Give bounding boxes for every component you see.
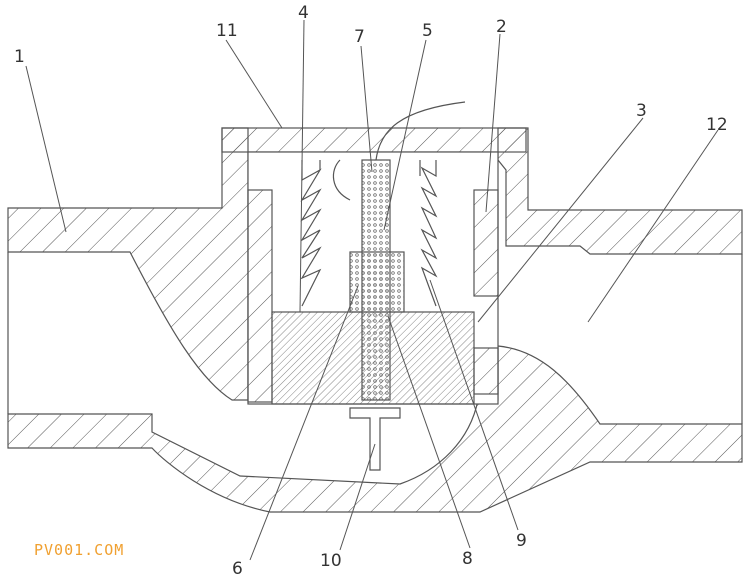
callout-5: 5 bbox=[422, 21, 433, 41]
lid-plate bbox=[221, 127, 527, 153]
cable-lead bbox=[375, 101, 466, 161]
callout-11: 11 bbox=[216, 21, 238, 41]
spring-left-a bbox=[300, 160, 322, 307]
callout-7: 7 bbox=[354, 27, 365, 47]
inner-wire bbox=[332, 159, 351, 201]
callout-6: 6 bbox=[232, 559, 243, 579]
leader-lines bbox=[25, 19, 719, 561]
callout-10: 10 bbox=[320, 551, 342, 571]
callout-8: 8 bbox=[462, 549, 473, 569]
callout-9: 9 bbox=[516, 531, 527, 551]
valve-body-upper-left bbox=[7, 127, 249, 401]
callout-4: 4 bbox=[298, 3, 309, 23]
callout-2: 2 bbox=[496, 17, 507, 37]
spring-right-a bbox=[420, 160, 438, 307]
watermark-text: PV001.COM bbox=[34, 541, 125, 559]
callout-12: 12 bbox=[706, 115, 728, 135]
callout-3: 3 bbox=[636, 101, 647, 121]
valve-stem bbox=[361, 159, 391, 401]
callout-1: 1 bbox=[14, 47, 25, 67]
right-liner-lower bbox=[473, 347, 499, 395]
t-pin bbox=[349, 407, 401, 471]
left-liner bbox=[247, 189, 273, 403]
valve-body-lower bbox=[7, 345, 743, 513]
